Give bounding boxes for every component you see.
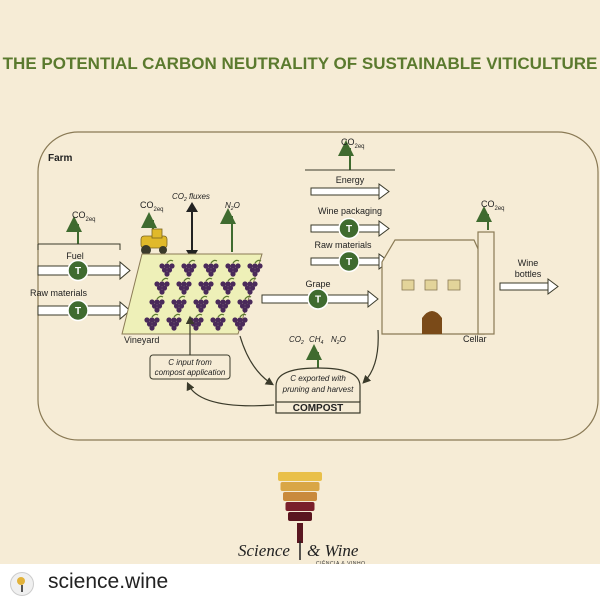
science-wine-logo: Science & Wine CIÊNCIA & VINHO [238, 472, 365, 567]
brand-name-left: Science [238, 541, 290, 560]
wine-bottles-label-1: Wine [518, 258, 539, 268]
co2eq-label-cellar: CO2eq [481, 199, 505, 212]
wine-bottles-arrow [499, 282, 549, 291]
vineyard-label: Vineyard [124, 335, 159, 345]
page-title: THE POTENTIAL CARBON NEUTRALITY OF SUSTA… [3, 54, 598, 73]
grape-cluster-icon [181, 259, 197, 277]
grape-cluster-icon [225, 259, 241, 277]
transport-node-raw-left [67, 299, 89, 322]
compost-group: CO2 CH4 N2O C exported with pruning and … [149, 315, 379, 414]
grape-cluster-icon [198, 277, 214, 295]
grape-cluster-icon [247, 259, 263, 277]
compost-input-line1: C input from [168, 358, 212, 367]
co2eq-label-left: CO2eq [72, 210, 96, 223]
brand-subtitle: CIÊNCIA & VINHO [316, 559, 365, 567]
grape-cluster-icon [171, 295, 187, 313]
cellar-label: Cellar [463, 334, 487, 344]
energy-label: Energy [336, 175, 365, 185]
repost-footer: science.wine [0, 564, 600, 600]
cellar-building [381, 231, 495, 335]
grape-label: Grape [305, 279, 330, 289]
fuel-label: Fuel [66, 251, 84, 261]
grape-clusters [144, 259, 263, 331]
grape-cluster-icon [193, 295, 209, 313]
compost-n2o-label: N2O [331, 335, 346, 346]
transport-node-packaging [338, 217, 360, 240]
grape-cluster-icon [166, 313, 182, 331]
compost-exported-line1: C exported with [290, 374, 346, 383]
svg-text:T: T [75, 306, 81, 317]
compost-pile [275, 367, 361, 402]
cellar-inputs-group: CO2eq Energy Wine packaging T Raw materi… [305, 137, 395, 273]
footer-handle: science.wine [48, 570, 169, 593]
wine-bottles-label-2: bottles [515, 269, 542, 279]
co2eq-label-vineyard: CO2eq [140, 200, 164, 213]
glass-band [280, 482, 320, 491]
brand-name-right: & Wine [307, 541, 359, 560]
transport-node-grape [307, 288, 329, 310]
grape-cluster-icon [232, 313, 248, 331]
co2-fluxes-label: CO2 fluxes [172, 192, 210, 203]
compost-exported-line2: pruning and harvest [282, 385, 354, 394]
grape-cluster-icon [242, 277, 258, 295]
grape-cluster-icon [203, 259, 219, 277]
svg-text:T: T [346, 257, 352, 268]
grape-cluster-icon [149, 295, 165, 313]
glass-band [283, 492, 317, 501]
glass-band [278, 472, 322, 481]
svg-text:T: T [75, 266, 81, 277]
compost-ch4-label: CH4 [309, 335, 324, 346]
grape-cluster-icon [154, 277, 170, 295]
grape-cluster-icon [237, 295, 253, 313]
transport-node-fuel [67, 259, 89, 282]
wine-packaging-label: Wine packaging [318, 206, 382, 216]
farm-boundary [37, 131, 599, 441]
left-inputs-group: CO2eq Fuel T Raw materials T [30, 210, 131, 322]
grape-cluster-icon [159, 259, 175, 277]
co2eq-label-top: CO2eq [341, 137, 365, 150]
svg-text:T: T [315, 295, 321, 306]
compost-co2-label: CO2 [289, 335, 304, 346]
grape-cluster-icon [144, 313, 160, 331]
energy-arrow [310, 187, 380, 196]
glass-band [288, 512, 312, 521]
grape-cluster-icon [220, 277, 236, 295]
repost-avatar-icon [10, 572, 34, 596]
vineyard-emissions-group: CO2eq CO2 fluxes N2O [140, 192, 240, 260]
grape-cluster-icon [176, 277, 192, 295]
compost-label: COMPOST [293, 403, 344, 414]
farm-label: Farm [48, 153, 73, 164]
raw-materials-label-left: Raw materials [30, 288, 88, 298]
glass-band [285, 502, 315, 511]
tractor-icon [140, 228, 168, 255]
svg-text:T: T [346, 224, 352, 235]
grape-cluster-icon [215, 295, 231, 313]
n2o-label-vineyard: N2O [225, 201, 240, 212]
compost-input-line2: compost application [155, 368, 226, 377]
raw-materials-label-right: Raw materials [314, 240, 372, 250]
grape-flow: Grape T [261, 279, 379, 310]
grape-cluster-icon [210, 313, 226, 331]
transport-node-raw-right [338, 250, 360, 273]
